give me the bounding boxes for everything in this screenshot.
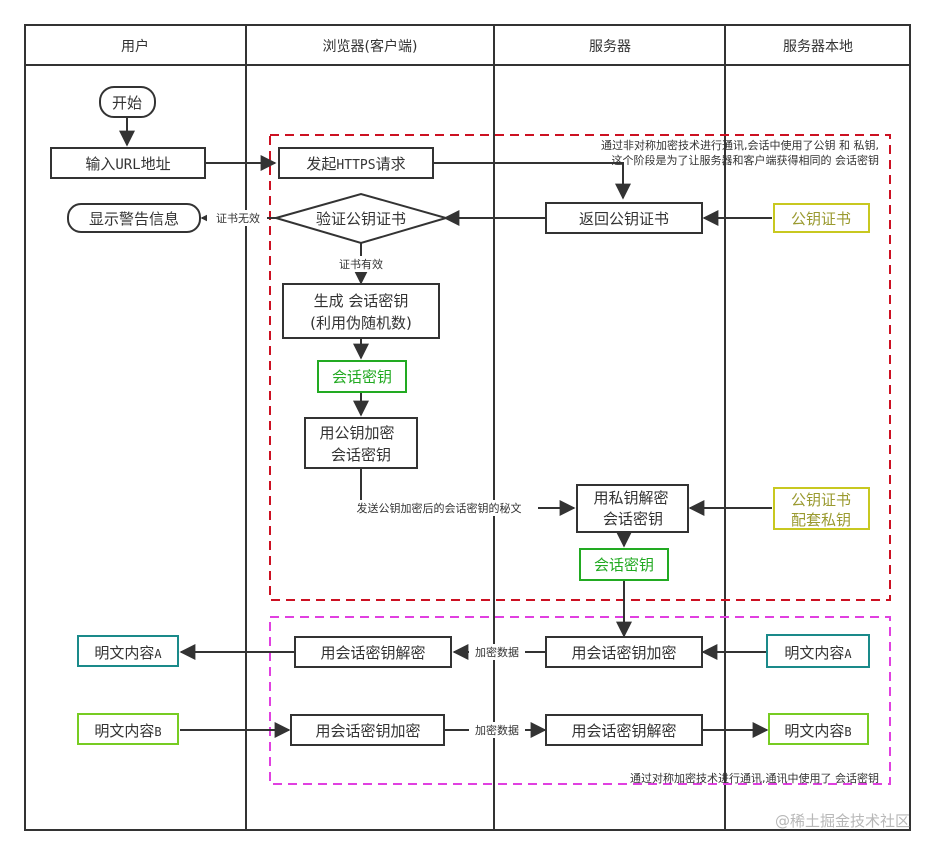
encrypt-key-box xyxy=(304,417,418,469)
asymmetric-phase-region xyxy=(269,134,891,601)
lane-header-user: 用户 xyxy=(121,38,149,55)
return-cert-label: 返回公钥证书 xyxy=(579,210,669,228)
lane-header-browser: 浏览器(客户端) xyxy=(323,38,418,55)
node-plain-b-server: 明文内容B xyxy=(768,713,869,745)
client-encrypt-label: 用会话密钥加密 xyxy=(315,722,420,740)
private-key-box xyxy=(773,487,870,530)
lane-header-server: 服务器 xyxy=(589,39,631,55)
plain-a-user-label: 明文内容A xyxy=(94,644,162,662)
plain-b-user-box xyxy=(77,713,179,745)
edge-label-encrypted-data-b: 加密数据 xyxy=(475,723,519,737)
decrypt-key-line2: 会话密钥 xyxy=(603,510,663,528)
verify-cert-label: 验证公钥证书 xyxy=(316,210,406,228)
client-decrypt-label: 用会话密钥解密 xyxy=(320,644,425,662)
warning-label: 显示警告信息 xyxy=(89,210,179,228)
server-encrypt-box xyxy=(545,636,703,668)
client-decrypt-box xyxy=(294,636,452,668)
node-session-key-client: 会话密钥 xyxy=(317,360,407,393)
node-session-key-server: 会话密钥 xyxy=(579,548,669,581)
watermark: @稀土掘金技术社区 xyxy=(775,812,910,830)
generate-key-line2: (利用伪随机数) xyxy=(310,314,412,332)
swimlane-frame xyxy=(24,24,911,831)
symmetric-note: 通过对称加密技术进行通讯,通讯中使用了 会话密钥 xyxy=(630,771,879,785)
edge-label-send-encrypted-key: 发送公钥加密后的会话密钥的秘文 xyxy=(357,501,522,515)
session-key-client-box xyxy=(317,360,407,393)
https-request-box xyxy=(278,147,434,179)
warning-shape xyxy=(67,203,201,233)
lane-header-server-local: 服务器本地 xyxy=(783,39,853,55)
node-start: 开始 xyxy=(99,86,156,118)
node-public-cert: 公钥证书 xyxy=(773,203,870,233)
plain-a-server-box xyxy=(766,634,870,668)
edge-https-to-return-cert xyxy=(433,162,631,200)
generate-key-line1: 生成 会话密钥 xyxy=(314,292,409,310)
node-decrypt-key: 用私钥解密 会话密钥 xyxy=(576,484,689,533)
node-client-encrypt: 用会话密钥加密 xyxy=(290,714,445,746)
node-return-cert: 返回公钥证书 xyxy=(545,202,703,234)
plain-b-server-box xyxy=(768,713,869,745)
edge-label-encrypted-data-a: 加密数据 xyxy=(475,645,519,659)
public-cert-box xyxy=(773,203,870,233)
edge-label-cert-invalid: 证书无效 xyxy=(216,211,260,225)
session-key-client-label: 会话密钥 xyxy=(332,368,392,386)
decrypt-key-line1: 用私钥解密 xyxy=(593,489,668,507)
node-plain-a-server: 明文内容A xyxy=(766,634,870,668)
node-input-url: 输入URL地址 xyxy=(50,147,206,179)
plain-a-user-box xyxy=(77,635,179,667)
node-encrypt-key: 用公钥加密 会话密钥 xyxy=(304,417,418,469)
private-key-line2: 配套私钥 xyxy=(791,511,851,529)
node-plain-b-user: 明文内容B xyxy=(77,713,179,745)
encrypt-key-line1: 用公钥加密 xyxy=(319,424,394,442)
edge-label-cert-valid: 证书有效 xyxy=(339,257,383,271)
label-bg xyxy=(332,256,390,272)
node-plain-a-user: 明文内容A xyxy=(77,635,179,667)
return-cert-box xyxy=(545,202,703,234)
server-decrypt-label: 用会话密钥解密 xyxy=(571,722,676,740)
verify-cert-diamond xyxy=(272,192,450,245)
private-key-line1: 公钥证书 xyxy=(791,491,851,509)
node-private-key: 公钥证书 配套私钥 xyxy=(773,487,870,530)
encrypt-key-line2: 会话密钥 xyxy=(331,446,391,464)
node-verify-cert: 验证公钥证书 xyxy=(272,192,450,245)
symmetric-phase-region xyxy=(269,616,891,785)
start-label: 开始 xyxy=(112,94,142,112)
plain-b-server-label: 明文内容B xyxy=(784,722,851,740)
node-warning: 显示警告信息 xyxy=(67,203,201,233)
label-bg xyxy=(207,210,267,226)
outer-border xyxy=(24,24,911,831)
asymmetric-note-line1: 通过非对称加密技术进行通讯,会话中使用了公钥 和 私钥, xyxy=(601,138,879,152)
plain-b-user-label: 明文内容B xyxy=(94,722,161,740)
node-server-encrypt: 用会话密钥加密 xyxy=(545,636,703,668)
asymmetric-note-line2: 这个阶段是为了让服务器和客户端获得相同的 会话密钥 xyxy=(612,153,880,167)
label-bg xyxy=(469,722,525,738)
https-request-label: 发起HTTPS请求 xyxy=(306,155,405,173)
label-bg xyxy=(469,644,525,660)
node-client-decrypt: 用会话密钥解密 xyxy=(294,636,452,668)
generate-key-box xyxy=(282,283,440,339)
node-generate-key: 生成 会话密钥 (利用伪随机数) xyxy=(282,283,440,339)
input-url-label: 输入URL地址 xyxy=(85,155,170,173)
input-url-box xyxy=(50,147,206,179)
session-key-server-label: 会话密钥 xyxy=(594,556,654,574)
public-cert-label: 公钥证书 xyxy=(791,210,851,228)
server-encrypt-label: 用会话密钥加密 xyxy=(571,644,676,662)
label-bg xyxy=(340,500,538,516)
node-server-decrypt: 用会话密钥解密 xyxy=(545,714,703,746)
start-shape xyxy=(99,86,156,118)
node-https-request: 发起HTTPS请求 xyxy=(278,147,434,179)
session-key-server-box xyxy=(579,548,669,581)
decrypt-key-box xyxy=(576,484,689,533)
plain-a-server-label: 明文内容A xyxy=(784,644,852,662)
client-encrypt-box xyxy=(290,714,445,746)
server-decrypt-box xyxy=(545,714,703,746)
